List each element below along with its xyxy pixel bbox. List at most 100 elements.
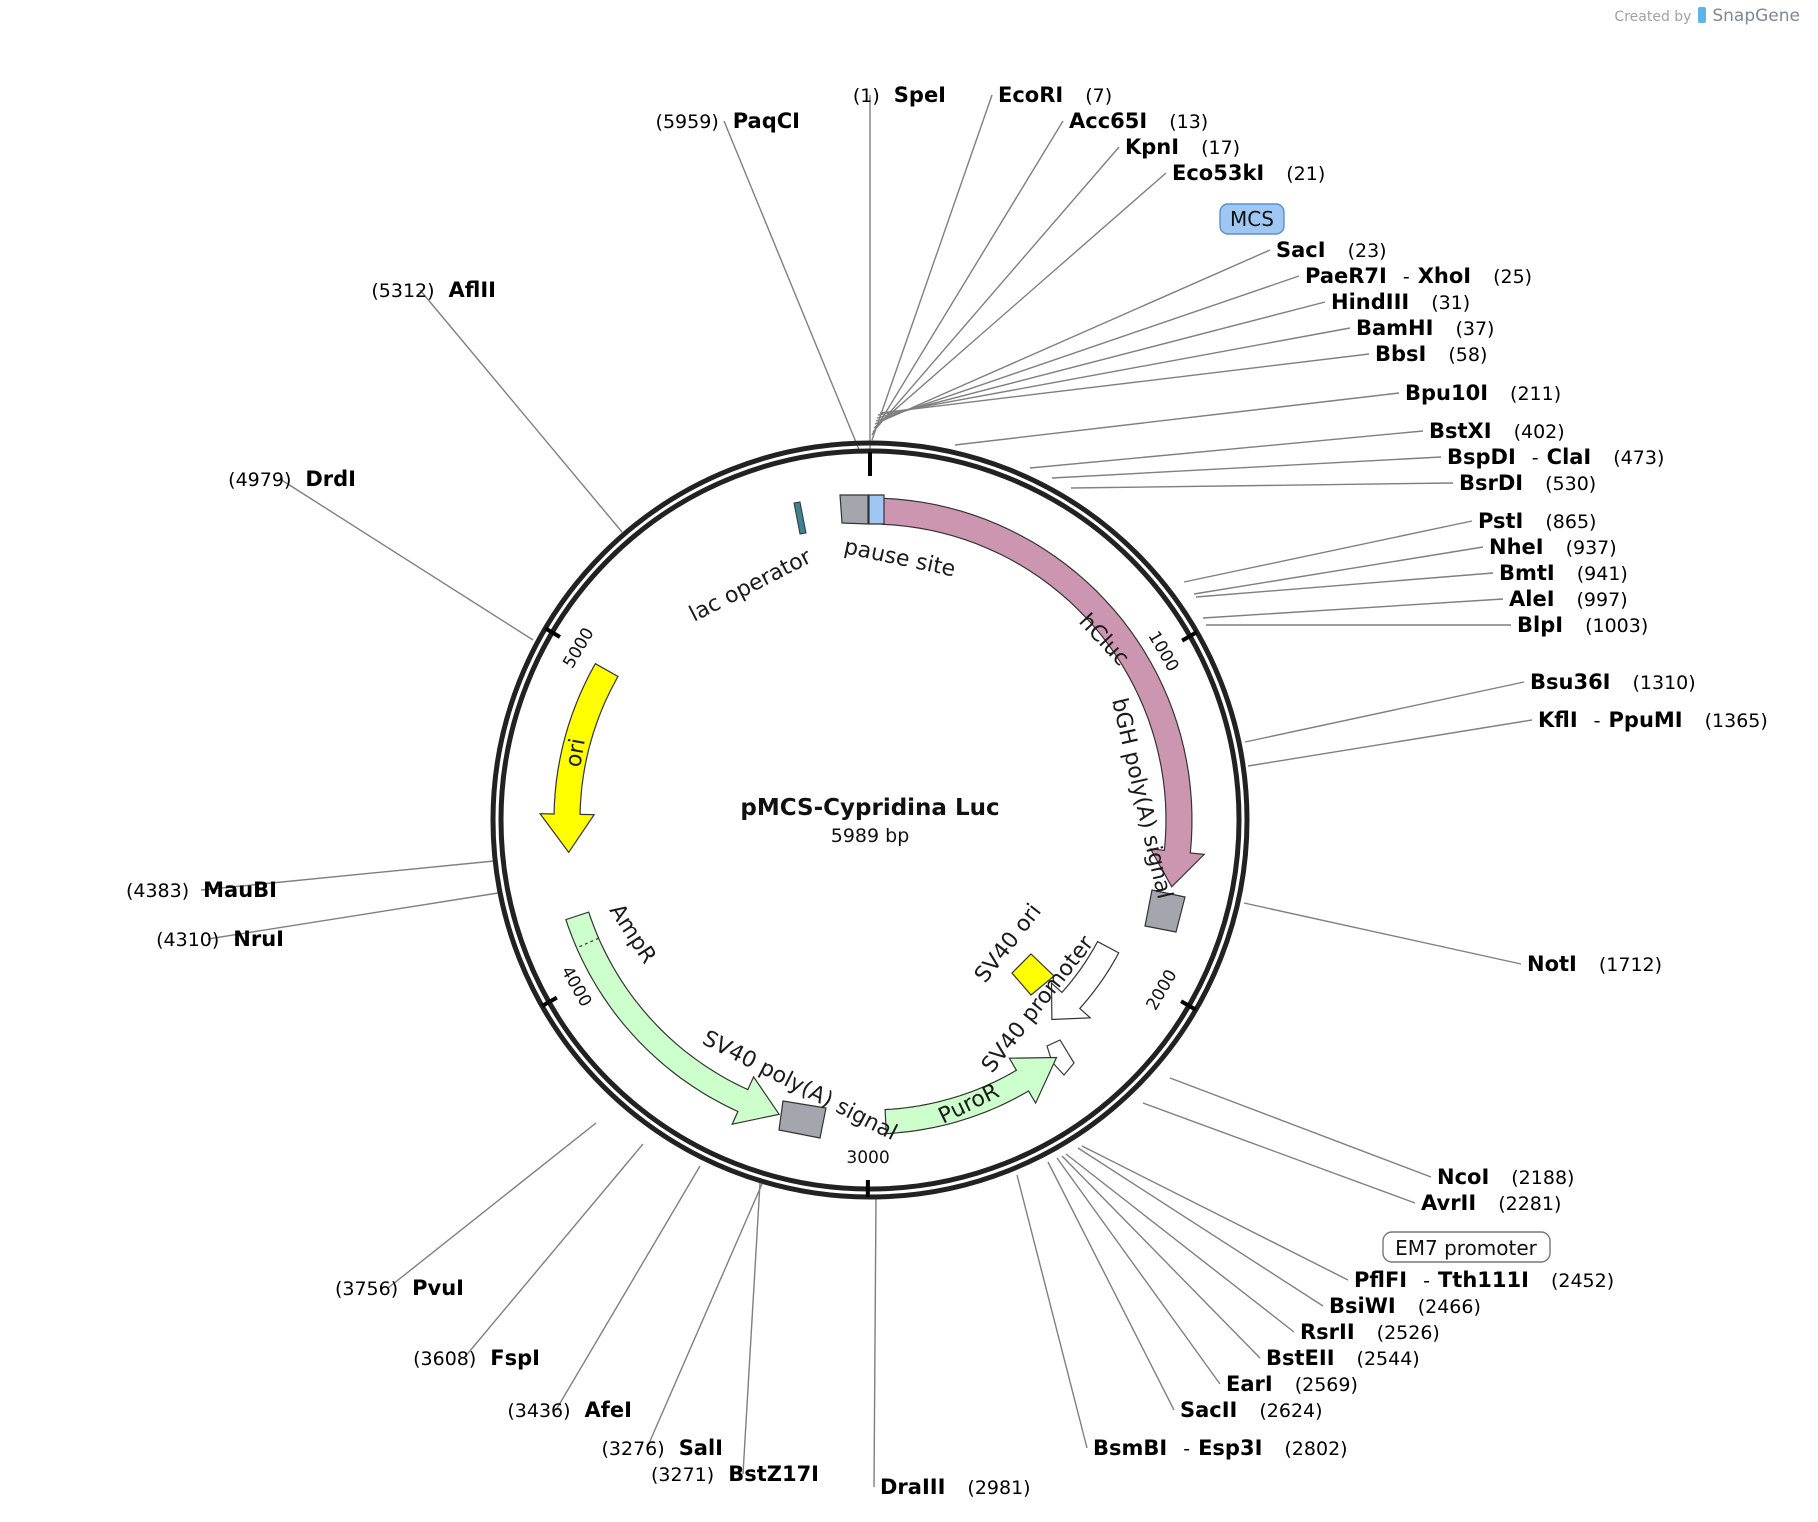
site-label-saci[interactable]: SacI(23): [1276, 238, 1387, 262]
site-text: (3608)FspI: [413, 1346, 540, 1370]
snapgene-credit: Created by SnapGene: [1614, 6, 1800, 26]
leader-line-bstxi: [1029, 430, 1424, 469]
site-label-alei[interactable]: AleI(997): [1509, 587, 1628, 611]
site-label-nrui[interactable]: (4310)NruI: [156, 927, 284, 951]
leader-line-paqci: [723, 120, 861, 453]
site-text: (3436)AfeI: [507, 1398, 632, 1422]
site-text: PstI(865): [1478, 509, 1596, 533]
hcluc-feature[interactable]: [881, 497, 1206, 888]
site-label-bspdi[interactable]: BspDI-ClaI(473): [1447, 445, 1664, 469]
leader-line-bsmbi: [1016, 1174, 1088, 1449]
site-text: (4979)DrdI: [228, 467, 356, 491]
site-label-bsteii[interactable]: BstEII(2544): [1266, 1346, 1420, 1370]
site-label-drdi[interactable]: (4979)DrdI: [228, 467, 356, 491]
site-label-rsrii[interactable]: RsrII(2526): [1300, 1320, 1440, 1344]
site-label-paqci[interactable]: (5959)PaqCI: [656, 109, 800, 133]
site-text: EcoRI(7): [998, 83, 1112, 107]
pause-site-feature[interactable]: [839, 494, 869, 525]
em7-callout-label: EM7 promoter: [1395, 1236, 1538, 1260]
bgh-polya-feature[interactable]: [1144, 889, 1186, 933]
site-text: DraIII(2981): [880, 1475, 1031, 1499]
site-label-ncoi[interactable]: NcoI(2188): [1437, 1165, 1574, 1189]
site-text: (3271)BstZ17I: [651, 1462, 819, 1486]
em7-callout[interactable]: EM7 promoter: [1382, 1231, 1551, 1263]
puror-feature[interactable]: [884, 1056, 1058, 1135]
leader-line-draiii: [873, 1196, 877, 1488]
site-label-eari[interactable]: EarI(2569): [1226, 1372, 1358, 1396]
site-label-pvui[interactable]: (3756)PvuI: [335, 1276, 464, 1300]
site-label-bsiwi[interactable]: BsiWI(2466): [1329, 1294, 1481, 1318]
leader-line-pflfi: [1081, 1145, 1349, 1281]
site-text: BsmBI-Esp3I(2802): [1093, 1436, 1348, 1460]
site-text: PaeR7I-XhoI(25): [1305, 264, 1532, 288]
mcs-callout[interactable]: MCS: [1219, 203, 1285, 235]
ampr-promoter-mark: [576, 937, 599, 949]
site-label-bstxi[interactable]: BstXI(402): [1429, 419, 1565, 443]
site-label-bamhi[interactable]: BamHI(37): [1356, 316, 1494, 340]
site-label-noti[interactable]: NotI(1712): [1527, 952, 1662, 976]
feature-layer: [538, 494, 1206, 1139]
site-label-bmti[interactable]: BmtI(941): [1499, 561, 1628, 585]
site-label-fspi[interactable]: (3608)FspI: [413, 1346, 540, 1370]
site-label-paer7i[interactable]: PaeR7I-XhoI(25): [1305, 264, 1532, 288]
site-text: BlpI(1003): [1517, 613, 1648, 637]
site-label-maubi[interactable]: (4383)MauBI: [126, 878, 277, 902]
tick-mark-2000: [1180, 999, 1197, 1012]
leader-line-acc65i: [871, 120, 1064, 436]
tick-label-3000: 3000: [846, 1148, 889, 1168]
site-label-eco53ki[interactable]: Eco53kI(21): [1172, 161, 1325, 185]
site-label-bbsi[interactable]: BbsI(58): [1375, 342, 1487, 366]
leader-line-bsu36i: [1244, 681, 1525, 743]
site-label-kpni[interactable]: KpnI(17): [1125, 135, 1240, 159]
leader-line-eari: [1056, 1157, 1221, 1385]
leader-line-bsteii: [1061, 1155, 1261, 1359]
site-label-psti[interactable]: PstI(865): [1478, 509, 1596, 533]
leader-line-psti: [1183, 520, 1473, 583]
site-label-draiii[interactable]: DraIII(2981): [880, 1475, 1031, 1499]
leader-line-sacii: [1047, 1161, 1175, 1411]
leader-line-saci: [874, 249, 1271, 425]
lac-operator-feature[interactable]: [793, 501, 807, 535]
site-label-blpi[interactable]: BlpI(1003): [1517, 613, 1648, 637]
site-text: Acc65I(13): [1069, 109, 1208, 133]
leader-line-eco53ki: [873, 172, 1167, 429]
leader-line-pvui: [387, 1122, 597, 1289]
site-label-bpu10i[interactable]: Bpu10I(211): [1405, 381, 1561, 405]
tick-mark-5000: [544, 626, 561, 639]
mcs-feature[interactable]: [868, 494, 885, 525]
site-text: AvrII(2281): [1421, 1191, 1561, 1215]
site-label-sacii[interactable]: SacII(2624): [1180, 1398, 1323, 1422]
site-label-bsmbi[interactable]: BsmBI-Esp3I(2802): [1093, 1436, 1348, 1460]
site-text: (5959)PaqCI: [656, 109, 800, 133]
site-label-aflii[interactable]: (5312)AflII: [371, 278, 496, 302]
ori-feature[interactable]: [538, 662, 619, 854]
site-label-avrii[interactable]: AvrII(2281): [1421, 1191, 1561, 1215]
site-label-bsu36i[interactable]: Bsu36I(1310): [1530, 670, 1696, 694]
label-puror: PuroR: [935, 1079, 1004, 1130]
site-text: Bpu10I(211): [1405, 381, 1561, 405]
site-label-sali[interactable]: (3276)SalI: [602, 1436, 724, 1460]
site-label-pflfi[interactable]: PflFI-Tth111I(2452): [1354, 1268, 1614, 1292]
leader-line-maubi: [200, 860, 495, 891]
site-text: (5312)AflII: [371, 278, 496, 302]
site-leader-lines: [200, 94, 1533, 1488]
site-text: NheI(937): [1489, 535, 1617, 559]
site-label-nhei[interactable]: NheI(937): [1489, 535, 1617, 559]
sv40-promoter-feature[interactable]: [1050, 940, 1120, 1021]
site-label-hindiii[interactable]: HindIII(31): [1331, 290, 1470, 314]
site-label-bstz17i[interactable]: (3271)BstZ17I: [651, 1462, 819, 1486]
sv40-ori-feature[interactable]: [1011, 953, 1055, 996]
sv40-polya-feature[interactable]: [778, 1100, 827, 1139]
ampr-feature[interactable]: [565, 911, 781, 1126]
label-lac-operator: lac operator: [685, 544, 816, 627]
site-label-acc65i[interactable]: Acc65I(13): [1069, 109, 1208, 133]
site-label-bsrdi[interactable]: BsrDI(530): [1459, 471, 1596, 495]
site-text: NcoI(2188): [1437, 1165, 1574, 1189]
leader-line-bbsi: [879, 353, 1370, 414]
tick-label-5000: 5000: [559, 624, 598, 671]
site-label-afei[interactable]: (3436)AfeI: [507, 1398, 632, 1422]
site-label-kfli[interactable]: KflI-PpuMI(1365): [1538, 708, 1768, 732]
site-label-ecori[interactable]: EcoRI(7): [998, 83, 1112, 107]
site-label-spei[interactable]: (1)SpeI: [853, 83, 946, 107]
leader-line-bamhi: [877, 327, 1351, 416]
